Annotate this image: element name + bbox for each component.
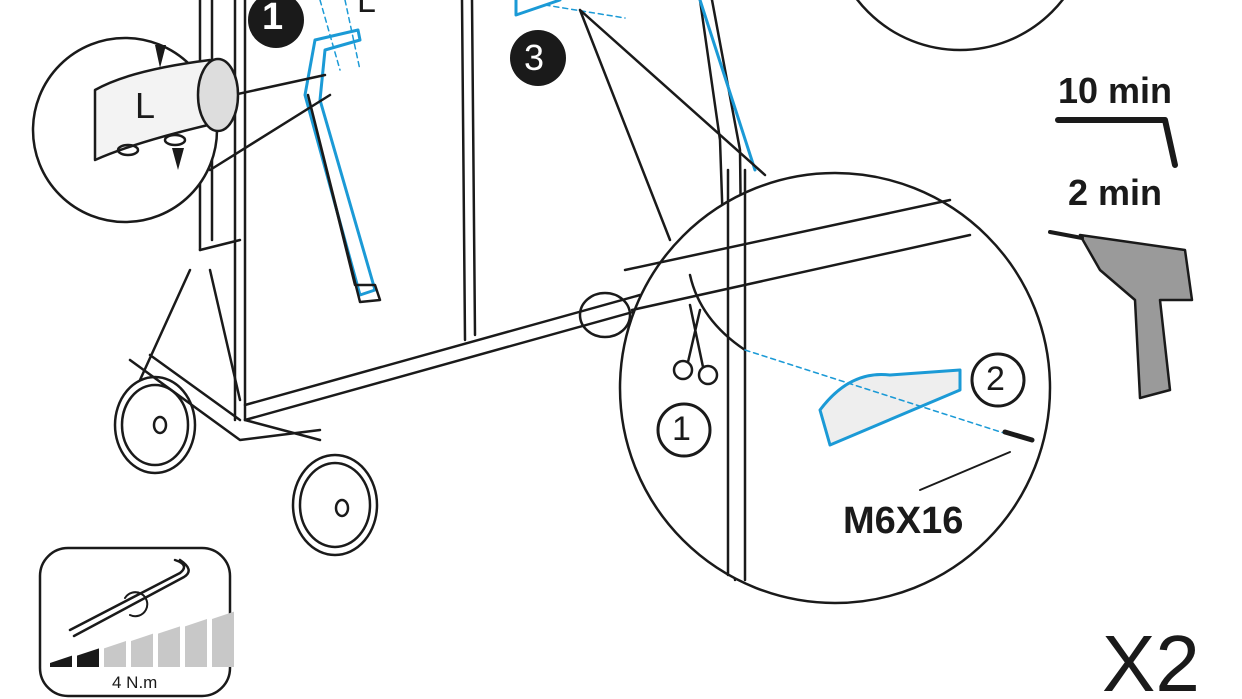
step-1-badge: [248, 0, 304, 48]
drill-icon: [1048, 230, 1194, 400]
torque-bar-empty: [185, 619, 207, 667]
scissors-icon: [672, 303, 719, 386]
substep-1-label: 1: [672, 410, 691, 448]
step-1-label: 1: [262, 0, 284, 38]
torque-bar-filled: [50, 655, 72, 667]
torque-bar-empty: [212, 611, 234, 667]
screw: [1002, 429, 1035, 443]
wheel-back: [578, 291, 632, 339]
torque-bar-empty: [158, 626, 180, 667]
allen-key-time: 10 min: [1058, 70, 1173, 111]
step-3-badge: [510, 30, 566, 86]
substep-2-label: 2: [986, 360, 1005, 398]
arrow-icons: [155, 45, 184, 170]
wheel-left: [113, 375, 197, 475]
screw-spec: M6X16: [843, 500, 964, 542]
torque-bar-empty: [131, 633, 153, 667]
substep-1-badge: [656, 402, 712, 458]
allen-key-icon: [1055, 117, 1178, 168]
tube-letter-label: L: [357, 0, 376, 20]
torque-bar-filled: [77, 648, 99, 667]
torque-level-bars: [50, 611, 234, 667]
bracket-part: [818, 368, 962, 447]
zoom-tube-letter: L: [135, 85, 156, 126]
substep-2-badge: [970, 352, 1026, 408]
drill-time: 2 min: [1068, 172, 1163, 213]
wheel-right: [291, 453, 379, 557]
support-leg: [303, 28, 377, 297]
torque-bar-empty: [104, 641, 126, 667]
torque-label: 4 N.m: [112, 673, 158, 692]
quantity-label: X2: [1102, 619, 1200, 699]
step-3-label: 3: [524, 37, 545, 78]
